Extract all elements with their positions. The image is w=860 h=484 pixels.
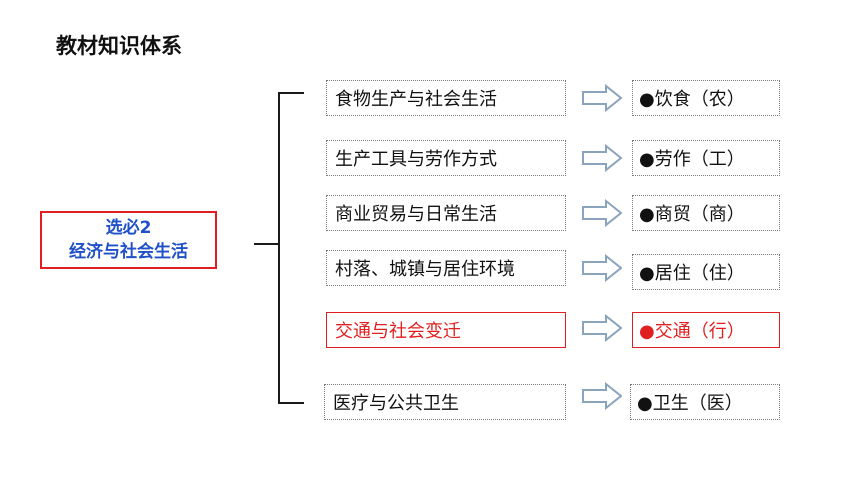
bracket-bottom-tick [278, 402, 304, 404]
topic-box-settlement: 村落、城镇与居住环境 [326, 250, 566, 286]
arrow-icon [582, 84, 622, 112]
bracket-top-tick [278, 92, 304, 94]
root-line-1: 选必2 [105, 218, 152, 238]
topic-box-food: 食物生产与社会生活 [326, 80, 566, 116]
result-box-housing: ●居住（住） [632, 254, 780, 290]
topic-box-tools: 生产工具与劳作方式 [326, 140, 566, 176]
arrow-icon [582, 199, 622, 227]
arrow-icon [582, 144, 622, 172]
arrow-icon [582, 314, 622, 342]
result-box-labor: ●劳作（工） [632, 140, 780, 176]
root-line-2: 经济与社会生活 [69, 242, 188, 262]
topic-box-transport: 交通与社会变迁 [326, 312, 566, 348]
result-box-traffic: ●交通（行） [632, 312, 780, 348]
arrow-icon [582, 382, 622, 410]
topic-box-trade: 商业贸易与日常生活 [326, 195, 566, 231]
root-connector [254, 243, 280, 245]
topic-box-health: 医疗与公共卫生 [324, 384, 566, 420]
root-node: 选必2 经济与社会生活 [40, 211, 217, 269]
result-box-diet: ●饮食（农） [632, 80, 780, 116]
arrow-icon [582, 254, 622, 282]
result-box-hygiene: ●卫生（医） [630, 384, 780, 420]
result-box-commerce: ●商贸（商） [632, 195, 780, 231]
bracket-vertical [278, 92, 280, 404]
page-title: 教材知识体系 [56, 34, 182, 58]
